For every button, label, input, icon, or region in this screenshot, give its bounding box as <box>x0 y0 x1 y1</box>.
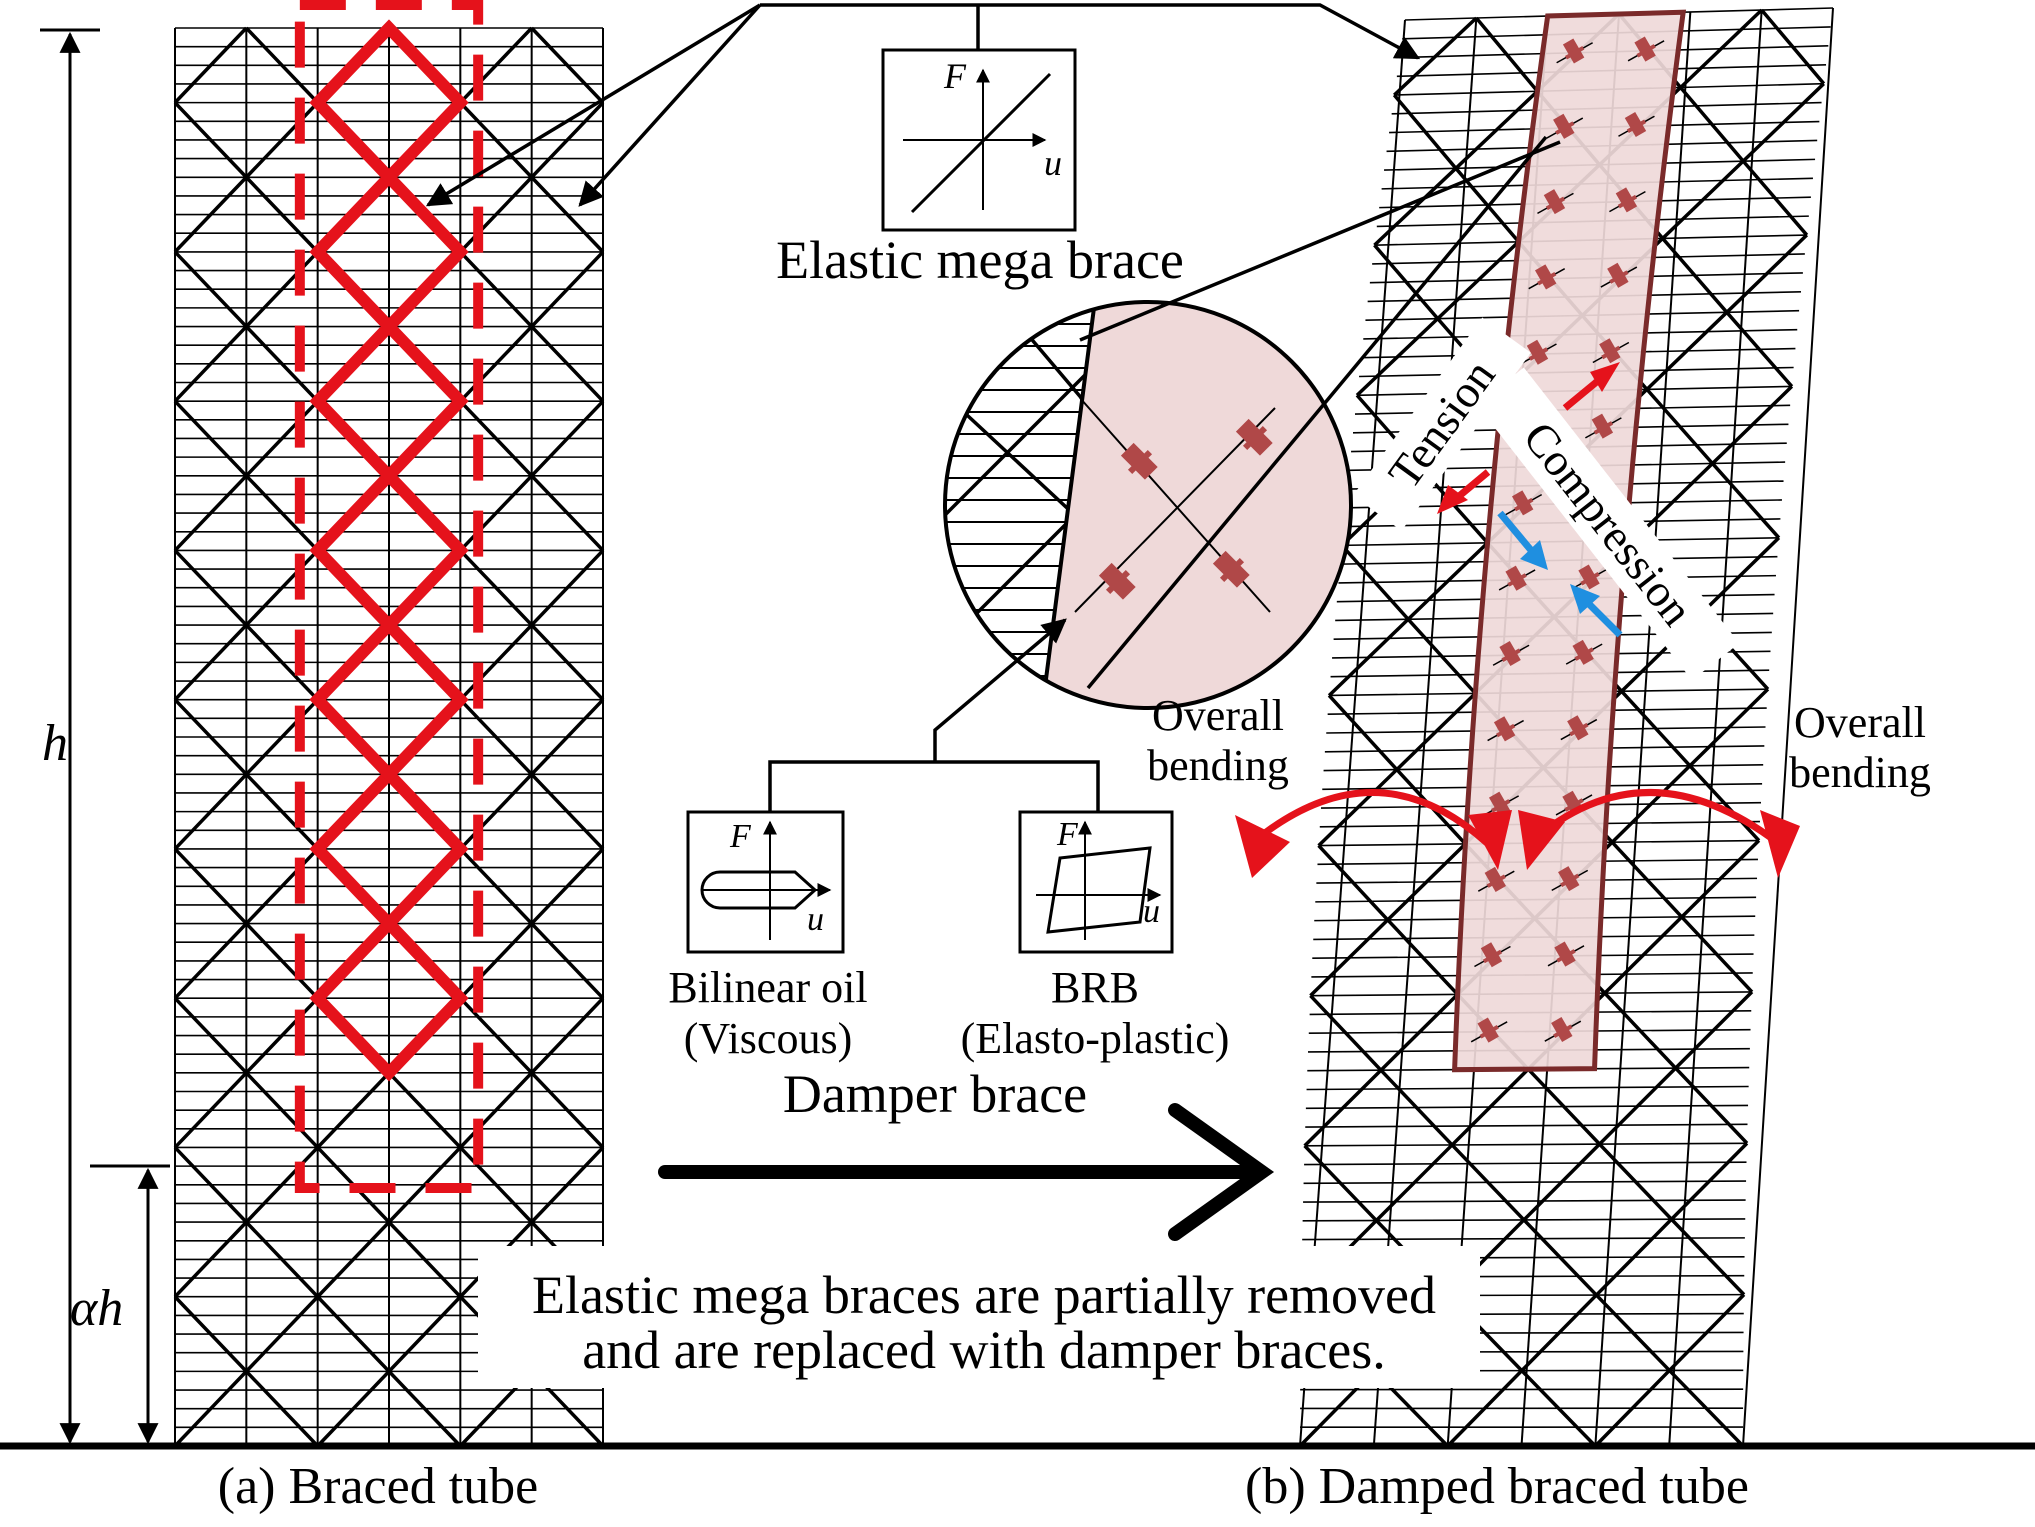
viscous-label: (Viscous) <box>684 1014 852 1063</box>
disp-axis-label: u <box>1044 143 1062 183</box>
damper-detail-magnifier <box>940 300 1360 710</box>
elastic-mega-brace-label: Elastic mega brace <box>776 230 1184 290</box>
brb-disp-axis-label: u <box>1143 893 1160 930</box>
overall-bending-left-line1: Overall <box>1152 691 1284 740</box>
caption-braced-tube: (a) Braced tube <box>218 1458 538 1515</box>
oil-force-axis-label: F <box>729 818 752 855</box>
caption-damped-braced-tube: (b) Damped braced tube <box>1245 1458 1749 1515</box>
elastic-brace-hysteresis-inset <box>883 50 1075 230</box>
braced-tube-frame <box>175 28 603 1446</box>
brb-hysteresis-inset <box>1020 812 1172 952</box>
damped-braced-tube-frame <box>1300 8 1833 1446</box>
overall-bending-right-line2: bending <box>1789 748 1931 797</box>
overall-bending-right-line1: Overall <box>1794 698 1926 747</box>
note-line-2: and are replaced with damper braces. <box>582 1320 1386 1380</box>
damper-brace-label: Damper brace <box>783 1064 1087 1124</box>
height-label: h <box>42 715 68 772</box>
transition-arrow <box>665 1110 1262 1234</box>
brb-label: BRB <box>1051 963 1139 1012</box>
overall-bending-left-line2: bending <box>1147 741 1289 790</box>
bilinear-oil-label: Bilinear oil <box>668 963 867 1012</box>
force-axis-label: F <box>943 56 967 96</box>
elasto-plastic-label: (Elasto-plastic) <box>961 1014 1230 1063</box>
brb-force-axis-label: F <box>1056 816 1079 853</box>
note-line-1: Elastic mega braces are partially remove… <box>532 1265 1436 1325</box>
oil-disp-axis-label: u <box>807 901 824 938</box>
alpha-height-label: αh <box>70 1280 123 1337</box>
